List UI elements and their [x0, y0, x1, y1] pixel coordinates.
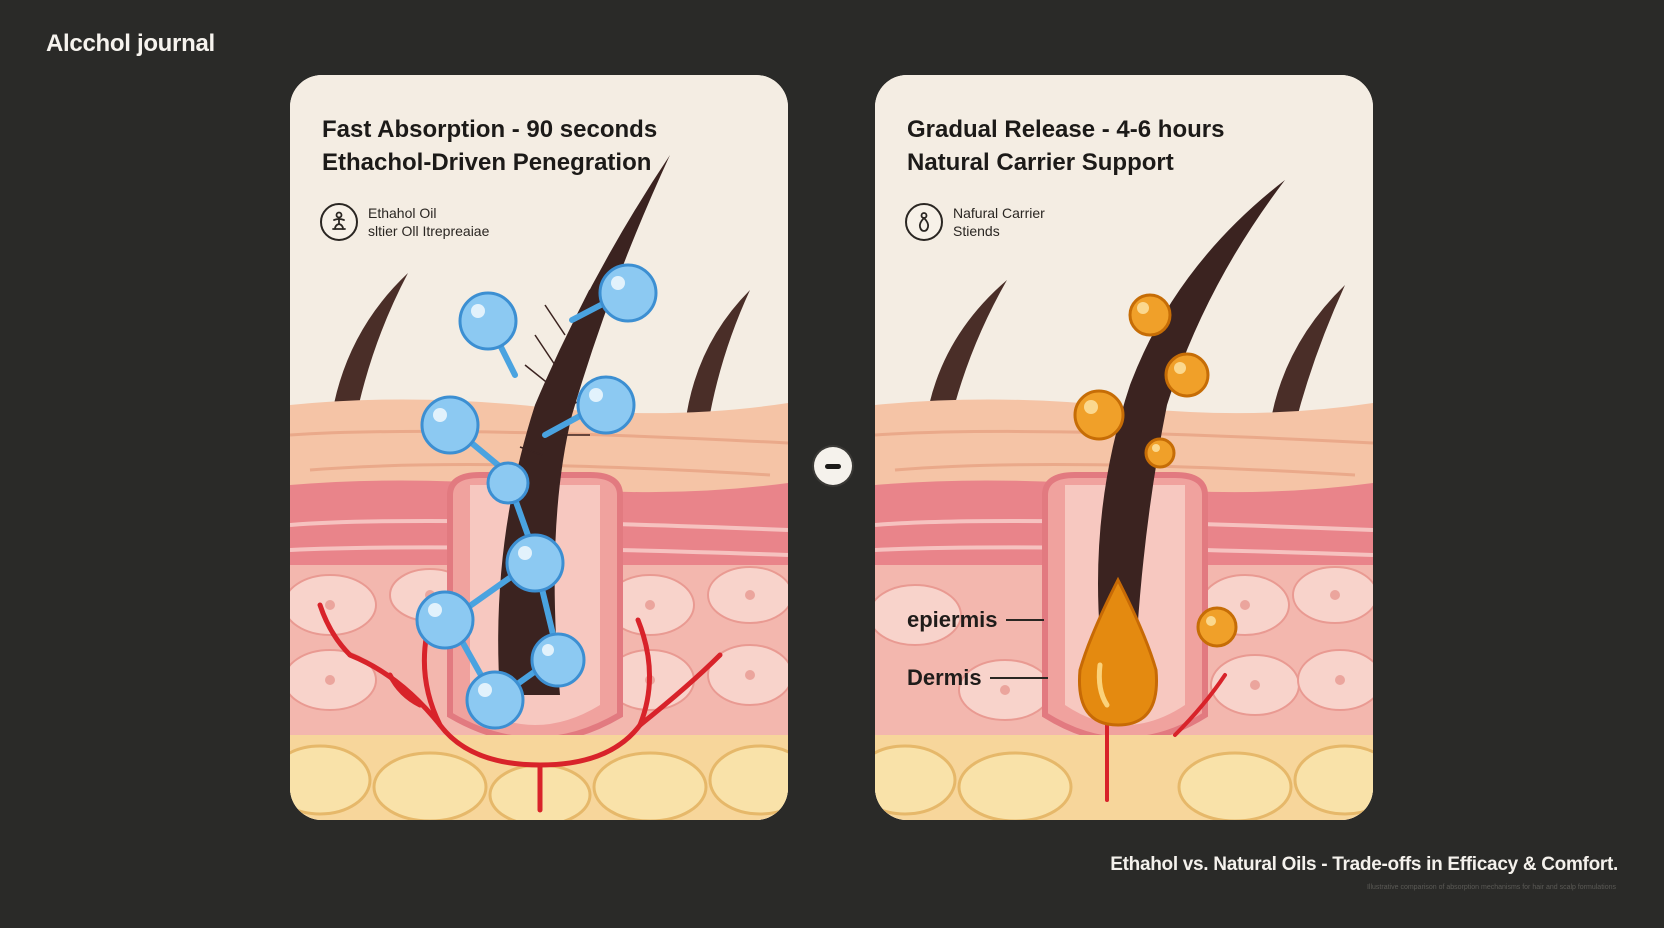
- dermis-label-text: Dermis: [907, 665, 982, 690]
- panel-left-legend: Ethahol Oil sltier Oll Itrepreaiae: [320, 203, 489, 241]
- epidermis-label-text: epiermis: [907, 607, 998, 632]
- panel-gradual-release: Gradual Release - 4-6 hours Natural Carr…: [875, 75, 1373, 820]
- panel-fast-absorption: Fast Absorption - 90 seconds Ethachol-Dr…: [290, 75, 788, 820]
- panel-left-heading: Fast Absorption - 90 seconds Ethachol-Dr…: [322, 113, 762, 179]
- brand-title: Alcchol journal: [46, 30, 215, 57]
- person-molecule-icon: [320, 203, 358, 241]
- panel-left-legend-line1: Ethahol Oil: [368, 205, 437, 221]
- compare-divider-button[interactable]: [814, 447, 852, 485]
- panel-right-title: Gradual Release - 4-6 hours: [907, 116, 1225, 143]
- dermis-leader-line: [989, 677, 1048, 679]
- panel-left-title: Fast Absorption - 90 seconds: [322, 116, 658, 143]
- panel-right-heading: Gradual Release - 4-6 hours Natural Carr…: [907, 113, 1347, 179]
- panel-right-legend-line1: Nafural Carrier: [953, 205, 1045, 221]
- dermis-label: Dermis: [907, 665, 1048, 691]
- drop-bottle-icon: [905, 203, 943, 241]
- footer-caption: Ethahol vs. Natural Oils - Trade-offs in…: [1110, 854, 1618, 875]
- panel-left-legend-line2: sltier Oll Itrepreaiae: [368, 223, 490, 239]
- skin-cross-section-ethanol: [290, 75, 788, 820]
- panel-right-legend: Nafural Carrier Stiends: [905, 203, 1045, 241]
- epidermis-label: epiermis: [907, 607, 1044, 633]
- footer-fineprint: Illustrative comparison of absorption me…: [1366, 884, 1616, 891]
- skin-cross-section-natural-oil: [875, 75, 1373, 820]
- panel-right-subtitle: Natural Carrier Support: [907, 149, 1174, 176]
- epidermis-leader-line: [1005, 619, 1044, 621]
- panel-right-legend-line2: Stiends: [953, 223, 1000, 239]
- minus-icon: [825, 463, 841, 469]
- panel-left-subtitle: Ethachol-Driven Penegration: [322, 149, 652, 176]
